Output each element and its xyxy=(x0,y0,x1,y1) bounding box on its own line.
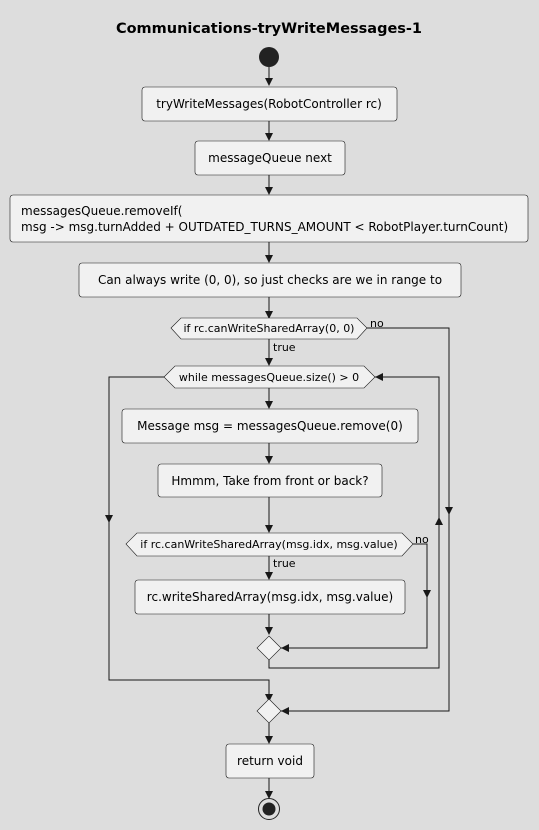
start-node xyxy=(259,47,279,67)
message-node-label: Message msg = messagesQueue.remove(0) xyxy=(137,419,403,433)
hmmm-node-label: Hmmm, Take from front or back? xyxy=(171,474,368,488)
inner-if-label: if rc.canWriteSharedArray(msg.idx, msg.v… xyxy=(140,538,397,551)
diagram-title: Communications-tryWriteMessages-1 xyxy=(116,21,422,37)
outer-merge-diamond xyxy=(256,698,282,724)
arrow xyxy=(265,133,273,141)
remove-if-line-2: msg -> msg.turnAdded + OUTDATED_TURNS_AM… xyxy=(21,220,508,234)
return-node: return void xyxy=(225,743,315,779)
edge-outerif-no xyxy=(281,327,450,712)
remove-if-line-1: messagesQueue.removeIf( xyxy=(21,204,182,218)
arrow xyxy=(265,694,273,702)
arrow xyxy=(435,517,443,525)
outer-if-label: if rc.canWriteSharedArray(0, 0) xyxy=(184,322,355,335)
while-label: while messagesQueue.size() > 0 xyxy=(179,371,359,384)
comment-node-label: Can always write (0, 0), so just checks … xyxy=(98,273,442,287)
next-node-label: messageQueue next xyxy=(208,151,332,165)
return-node-label: return void xyxy=(237,754,303,768)
edge-loop-back xyxy=(268,376,440,669)
message-node: Message msg = messagesQueue.remove(0) xyxy=(121,408,419,444)
edges xyxy=(105,67,453,799)
next-node: messageQueue next xyxy=(194,140,346,176)
arrow xyxy=(265,311,273,319)
inner-if-condition: if rc.canWriteSharedArray(msg.idx, msg.v… xyxy=(125,532,414,557)
write-node-label: rc.writeSharedArray(msg.idx, msg.value) xyxy=(147,590,393,604)
arrow xyxy=(265,255,273,263)
write-node: rc.writeSharedArray(msg.idx, msg.value) xyxy=(134,579,406,615)
arrow xyxy=(265,358,273,366)
arrow xyxy=(265,187,273,195)
arrow xyxy=(423,590,431,598)
arrow xyxy=(265,525,273,533)
arrow xyxy=(265,456,273,464)
arrow xyxy=(375,373,383,381)
arrow xyxy=(265,78,273,86)
inner-if-no-label: no xyxy=(415,533,429,546)
method-node-label: tryWriteMessages(RobotController rc) xyxy=(156,97,382,111)
inner-if-true-label: true xyxy=(273,557,296,570)
hmmm-node: Hmmm, Take from front or back? xyxy=(157,463,383,498)
arrow xyxy=(105,515,113,523)
while-condition: while messagesQueue.size() > 0 xyxy=(163,365,376,389)
arrow xyxy=(265,627,273,635)
arrow xyxy=(281,644,289,652)
inner-merge-diamond xyxy=(256,635,282,661)
arrow xyxy=(265,791,273,799)
comment-node: Can always write (0, 0), so just checks … xyxy=(78,262,462,298)
arrow xyxy=(265,572,273,580)
method-node: tryWriteMessages(RobotController rc) xyxy=(141,86,398,122)
edge-while-exit xyxy=(108,376,270,699)
outer-if-true-label: true xyxy=(273,341,296,354)
arrow xyxy=(265,736,273,744)
outer-if-no-label: no xyxy=(370,317,384,330)
arrow xyxy=(281,707,289,715)
arrow xyxy=(265,401,273,409)
remove-if-node: messagesQueue.removeIf( msg -> msg.turnA… xyxy=(9,194,529,243)
end-node xyxy=(258,798,280,820)
arrow xyxy=(445,507,453,515)
outer-if-condition: if rc.canWriteSharedArray(0, 0) xyxy=(170,317,368,340)
